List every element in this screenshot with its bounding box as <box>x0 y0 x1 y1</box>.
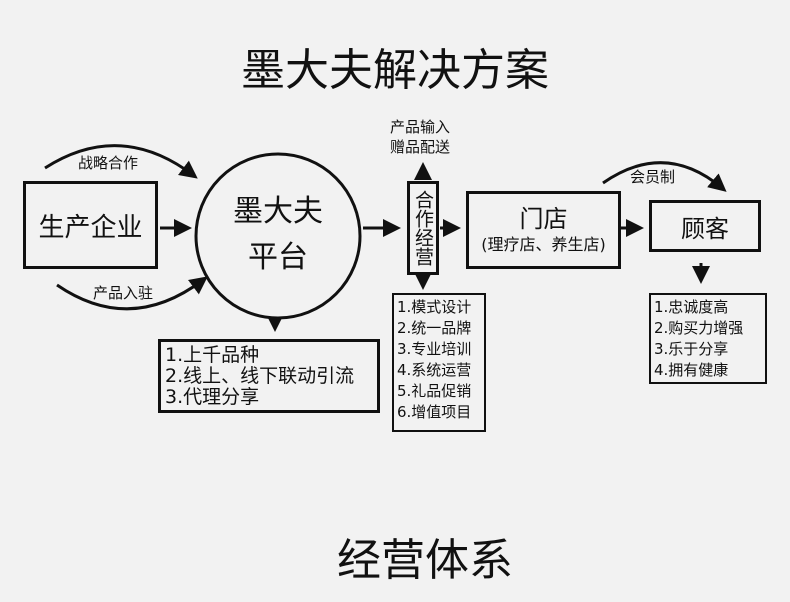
cooperation-top-labels: 产品输入 赠品配送 <box>390 117 450 157</box>
platform-label: 墨大夫 平台 <box>196 160 360 310</box>
list-item: 5.礼品促销 <box>397 382 472 400</box>
customer-benefits-box: 1.忠诚度高 2.购买力增强 3.乐于分享 4.拥有健康 <box>649 293 767 384</box>
platform-features-box: 1.上千品种 2.线上、线下联动引流 3.代理分享 <box>158 339 380 413</box>
list-item: 2.线上、线下联动引流 <box>165 365 355 387</box>
list-item: 1.忠诚度高 <box>654 298 729 316</box>
page-title: 墨大夫解决方案 <box>241 45 549 96</box>
store-types: (理疗店、养生店) <box>481 235 606 254</box>
arc-label-strategic: 战略合作 <box>78 154 139 172</box>
list-item: 3.专业培训 <box>397 340 472 358</box>
label-gift-delivery: 赠品配送 <box>390 138 451 156</box>
footer-title: 经营体系 <box>337 535 513 586</box>
cooperation-items-box: 1.模式设计 2.统一品牌 3.专业培训 4.系统运营 5.礼品促销 6.增值项… <box>392 293 486 432</box>
arc-arrow-strategic <box>44 144 198 179</box>
list-item: 2.统一品牌 <box>397 319 472 337</box>
arc-label-products: 产品入驻 <box>93 284 154 302</box>
platform-circle <box>194 152 362 320</box>
list-item: 1.上千品种 <box>165 344 260 366</box>
platform-line1: 墨大夫 <box>233 194 323 229</box>
arc-arrow-products <box>56 276 208 311</box>
list-item: 2.购买力增强 <box>654 319 744 337</box>
list-item: 4.拥有健康 <box>654 361 729 379</box>
arc-arrow-member <box>602 161 727 192</box>
cooperation-box: 合作经营 <box>407 181 439 275</box>
label-product-input: 产品输入 <box>390 118 451 136</box>
store-name: 门店 <box>519 205 568 233</box>
arc-label-member: 会员制 <box>630 168 676 186</box>
list-item: 3.代理分享 <box>165 386 260 408</box>
list-item: 1.模式设计 <box>397 298 472 316</box>
list-item: 4.系统运营 <box>397 361 472 379</box>
customer-box: 顾客 <box>649 200 761 252</box>
platform-line2: 平台 <box>248 240 308 275</box>
store-box: 门店 (理疗店、养生店) <box>466 191 621 269</box>
list-item: 3.乐于分享 <box>654 340 729 358</box>
list-item: 6.增值项目 <box>397 403 472 421</box>
producer-box: 生产企业 <box>23 181 158 269</box>
